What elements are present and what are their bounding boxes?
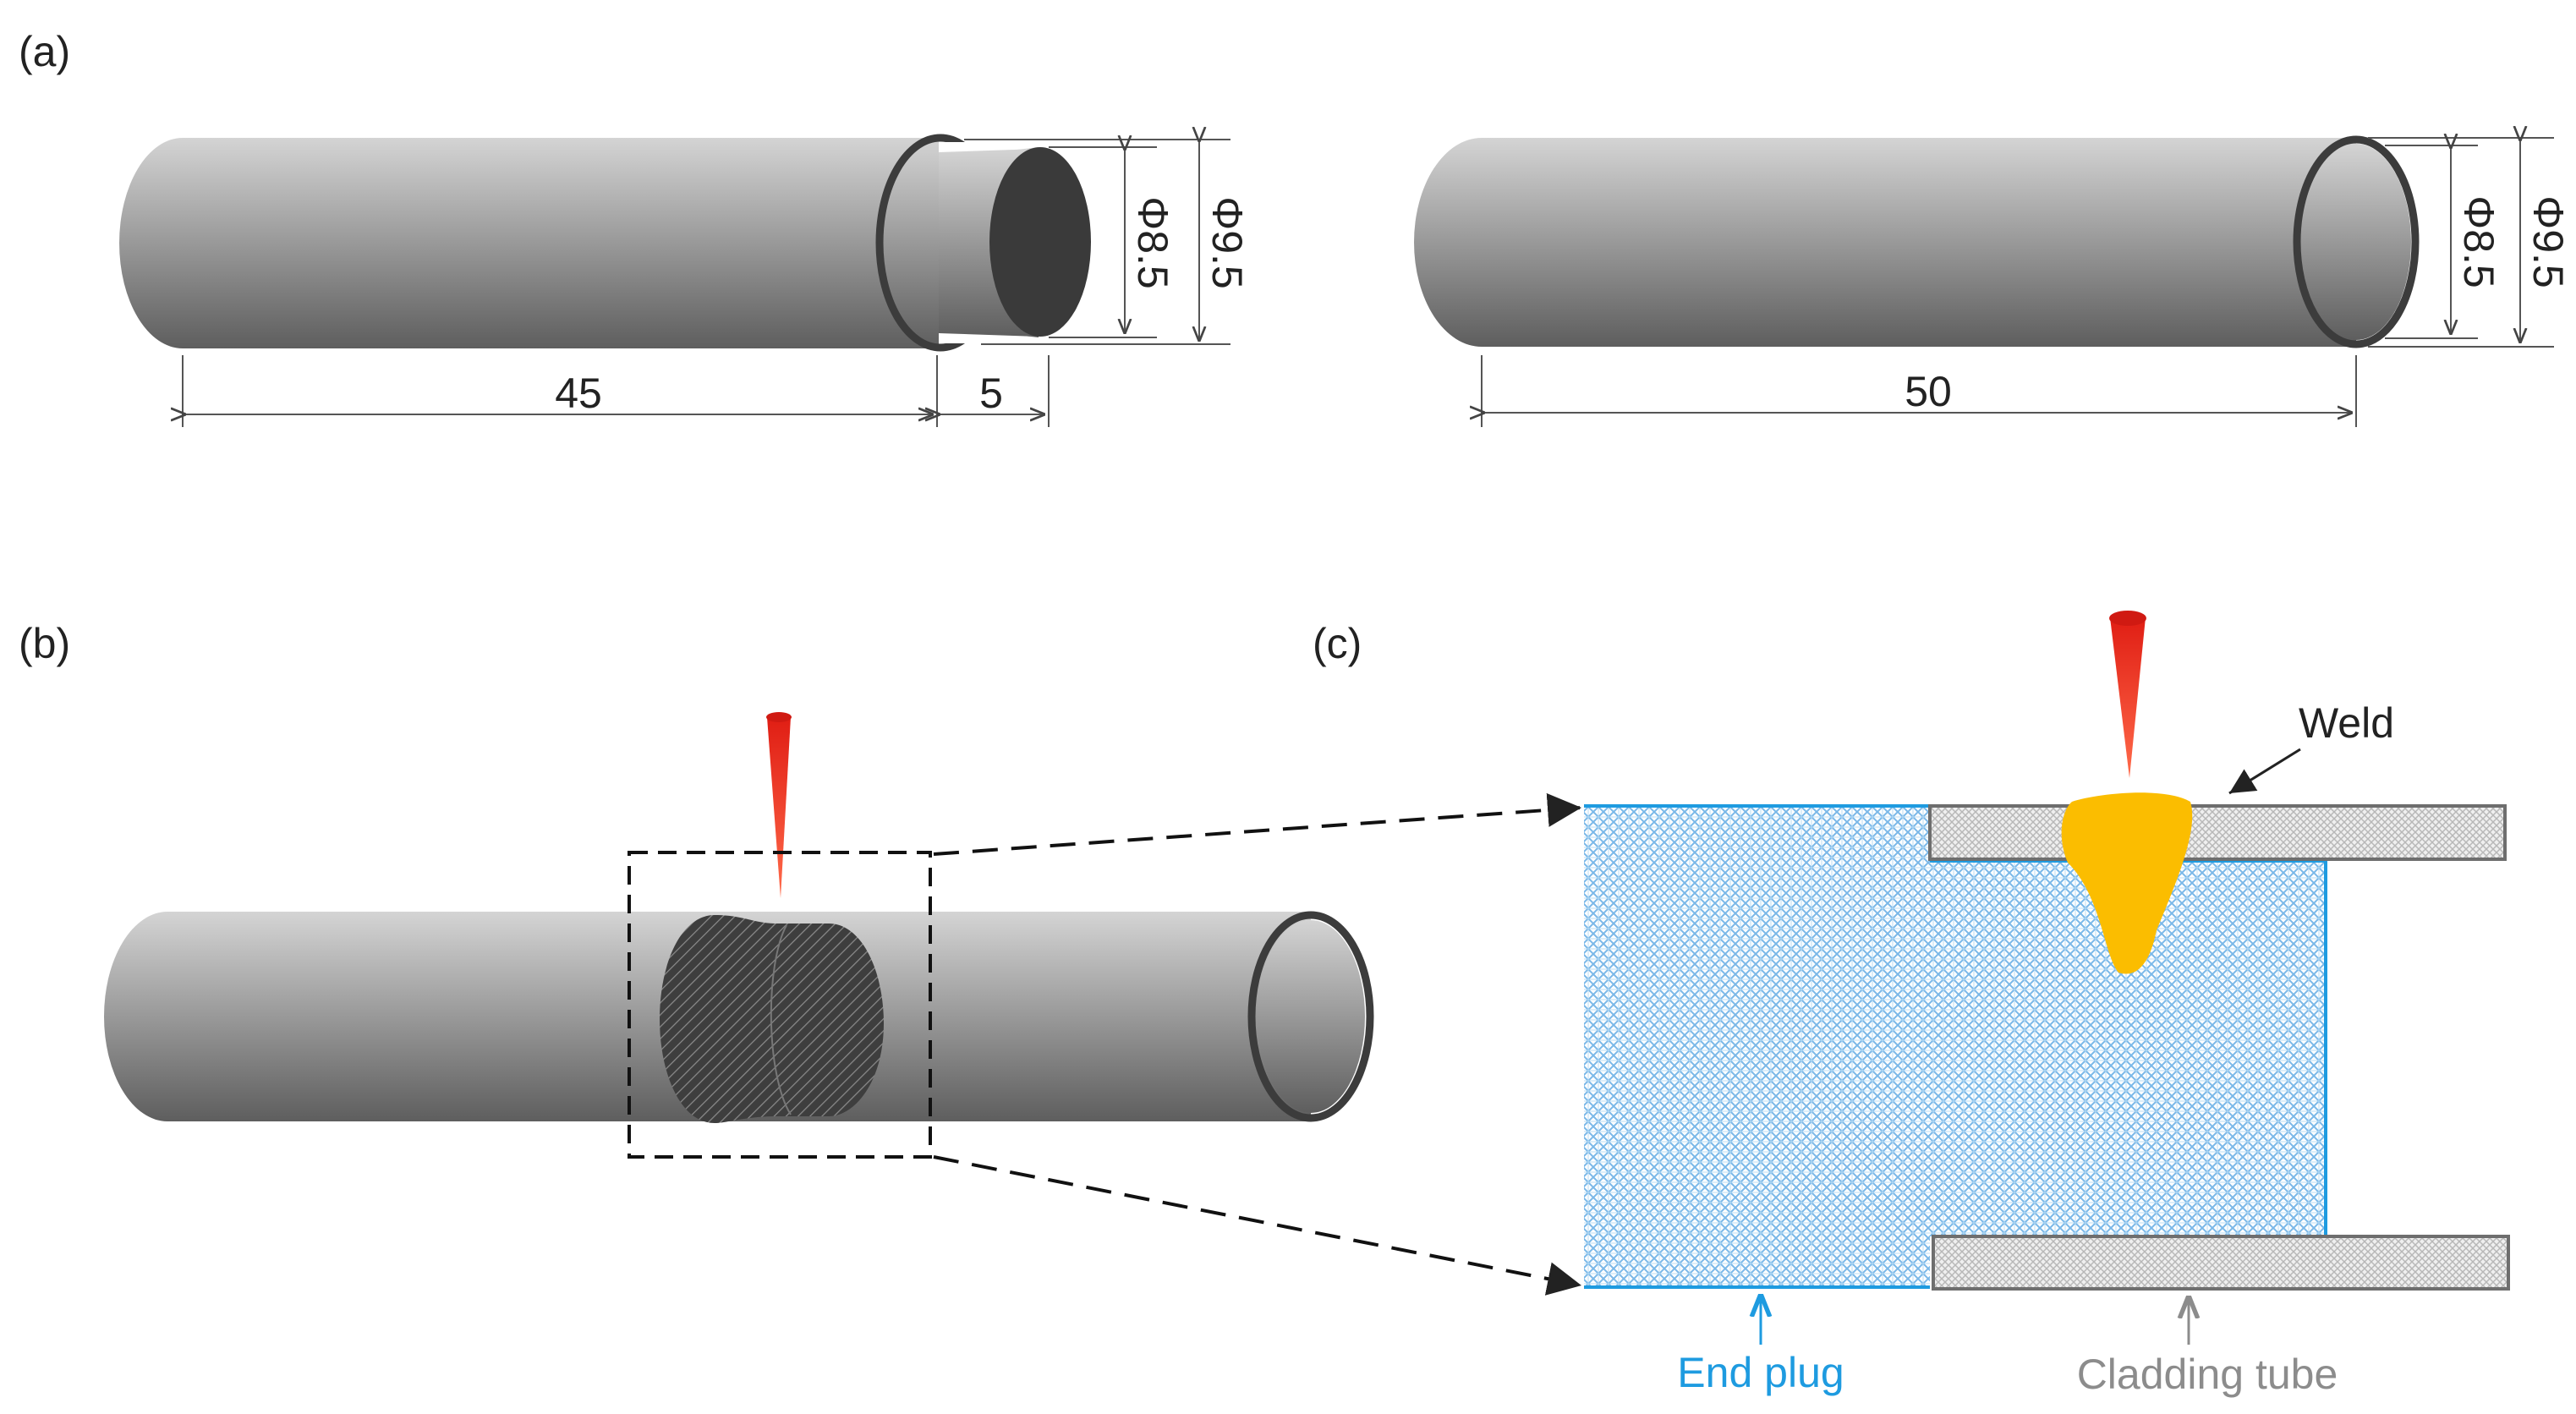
end-plug-section — [1584, 806, 2326, 1287]
weld-pool — [2061, 792, 2193, 974]
label-weld: Weld — [2299, 699, 2394, 747]
weld-pointer — [2228, 748, 2301, 795]
assembled-rod-inner — [1257, 920, 1365, 1113]
dim-plug-outer-diameter: Φ9.5 — [1203, 196, 1251, 288]
dim-plug-body-length: 45 — [555, 370, 602, 417]
zoom-line-bottom — [933, 1155, 1582, 1296]
dim-plug-step-length: 5 — [979, 370, 1003, 417]
tube-inner — [2301, 144, 2411, 340]
dim-tube-outer-diameter: Φ9.5 — [2524, 195, 2572, 288]
laser-beam-c — [2109, 611, 2146, 778]
tube-dimensions — [1482, 138, 2554, 427]
assembled-rod-rim — [1247, 911, 1374, 1122]
dim-tube-inner-diameter: Φ8.5 — [2455, 195, 2502, 288]
weld-cross-section — [1584, 792, 2510, 1291]
end-plug-face — [989, 147, 1091, 337]
laser-beam-b — [766, 712, 792, 898]
zoom-line-top — [933, 792, 1582, 856]
cladding-wall-top — [1928, 804, 2507, 861]
assembled-rod — [104, 911, 1374, 1123]
cladding-tube-drawing — [1414, 135, 2420, 348]
end-plug-drawing — [119, 134, 1091, 352]
cladding-wall-bottom — [1932, 1235, 2510, 1291]
panel-label-a: (a) — [19, 28, 70, 75]
label-cladding-tube: Cladding tube — [2077, 1351, 2338, 1398]
panel-label-b: (b) — [19, 620, 70, 667]
panel-label-c: (c) — [1313, 620, 1362, 667]
tube-body — [1414, 138, 2356, 347]
weld-joint-hatched — [660, 915, 884, 1123]
label-end-plug: End plug — [1677, 1349, 1844, 1396]
tube-rim — [2293, 135, 2420, 348]
end-plug-body — [119, 138, 940, 348]
dim-tube-length: 50 — [1905, 368, 1952, 415]
zoom-box — [628, 851, 932, 1159]
plug-dimensions — [183, 140, 1230, 427]
dim-plug-inner-diameter: Φ8.5 — [1129, 196, 1176, 288]
